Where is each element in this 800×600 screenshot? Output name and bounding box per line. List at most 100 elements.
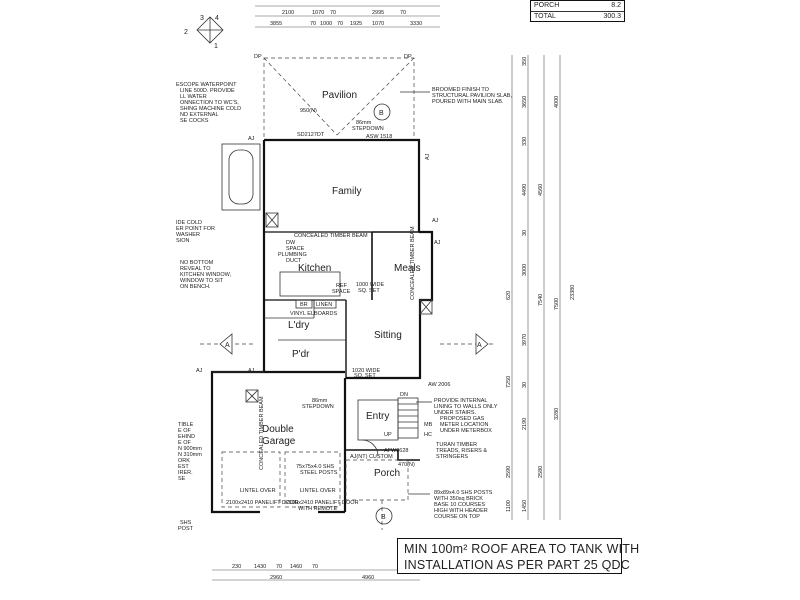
svg-text:N 900mm: N 900mm (178, 446, 202, 452)
sitting-label: Sitting (374, 330, 402, 341)
svg-text:A: A (225, 342, 230, 349)
svg-text:30: 30 (522, 230, 528, 236)
treads-note: TURAN TIMBER TREADS, RISERS & STRINGERS (436, 442, 487, 460)
svg-text:AFW0628: AFW0628 (384, 448, 408, 454)
svg-text:2100x2410 PANELIFT DOOR: 2100x2410 PANELIFT DOOR (286, 500, 359, 506)
svg-text:BASE 10 COURSES: BASE 10 COURSES (434, 502, 485, 508)
svg-text:DW: DW (286, 240, 296, 246)
porch-area (345, 459, 409, 501)
svg-text:3280: 3280 (554, 408, 560, 420)
svg-text:AJ: AJ (425, 153, 431, 160)
right-dims-col2: 4000 7500 23380 3280 2580 (538, 96, 576, 478)
svg-text:SPACE: SPACE (286, 246, 305, 252)
svg-text:75x75x4.0 SHS: 75x75x4.0 SHS (296, 464, 335, 470)
svg-text:B: B (379, 110, 384, 117)
svg-text:HC: HC (424, 432, 432, 438)
svg-text:2590: 2590 (506, 466, 512, 478)
svg-text:89x89x4.0 SHS POSTS: 89x89x4.0 SHS POSTS (434, 490, 493, 496)
svg-text:1450: 1450 (522, 500, 528, 512)
svg-text:REVEAL TO: REVEAL TO (180, 266, 211, 272)
area-row-porch: PORCH 8.2 (531, 1, 624, 12)
svg-text:LINING TO WALLS ONLY: LINING TO WALLS ONLY (434, 404, 498, 410)
area-table: PORCH 8.2 TOTAL 300.3 (530, 0, 625, 22)
svg-text:LL WATER: LL WATER (180, 94, 207, 100)
top-dim-5: 70 (400, 10, 406, 16)
svg-text:LINTEL OVER: LINTEL OVER (240, 488, 276, 494)
svg-text:3650: 3650 (522, 96, 528, 108)
svg-text:PROVIDE INTERNAL: PROVIDE INTERNAL (434, 398, 487, 404)
svg-text:1000 WIDE: 1000 WIDE (356, 282, 384, 288)
svg-text:BR: BR (300, 302, 308, 308)
svg-text:TURAN TIMBER: TURAN TIMBER (436, 442, 477, 448)
area-value: 8.2 (611, 2, 621, 9)
svg-text:AJ: AJ (248, 368, 255, 374)
gas-note: PROPOSED GAS METER LOCATION UNDER METERB… (440, 416, 492, 434)
svg-text:2960: 2960 (270, 575, 282, 581)
svg-text:2100x2410 PANELIFT DOOR: 2100x2410 PANELIFT DOOR (226, 500, 299, 506)
svg-text:POST: POST (178, 526, 194, 532)
svg-text:4490: 4490 (522, 184, 528, 196)
svg-text:7250: 7250 (506, 376, 512, 388)
section-a-right-marker: A (440, 333, 496, 355)
compass-4: 4 (215, 15, 219, 22)
svg-text:DP: DP (404, 54, 412, 60)
svg-text:AJ: AJ (248, 136, 255, 142)
svg-text:KITCHEN WINDOW,: KITCHEN WINDOW, (180, 272, 231, 278)
kitchen-fixtures (265, 212, 433, 315)
svg-text:MB: MB (424, 422, 433, 428)
svg-text:ORK: ORK (178, 458, 190, 464)
svg-text:86mm: 86mm (312, 398, 328, 404)
top-dim-12: 3330 (410, 21, 422, 27)
garage-label-2: Garage (262, 436, 296, 447)
svg-text:23380: 23380 (570, 285, 576, 300)
svg-text:DP: DP (254, 54, 262, 60)
svg-text:LINTEL OVER: LINTEL OVER (300, 488, 336, 494)
garage-details (212, 371, 341, 508)
svg-text:UNDER METERBOX: UNDER METERBOX (440, 428, 492, 434)
svg-text:SE COCKS: SE COCKS (180, 118, 209, 124)
internal-labels: CONCEALED TIMBER BEAM DW SPACE PLUMBING … (178, 54, 450, 532)
svg-text:STRINGERS: STRINGERS (436, 454, 468, 460)
svg-text:STEEL POSTS: STEEL POSTS (300, 470, 338, 476)
svg-text:AJ(NT) CUSTOM: AJ(NT) CUSTOM (350, 454, 393, 460)
top-dim-3: 70 (330, 10, 336, 16)
svg-text:EST: EST (178, 464, 189, 470)
compass-3: 3 (200, 15, 204, 22)
svg-text:350: 350 (522, 57, 528, 66)
svg-text:AW 2006: AW 2006 (428, 382, 450, 388)
svg-text:EHIND: EHIND (178, 434, 195, 440)
shs-note: 89x89x4.0 SHS POSTS WITH 350sq BRICK BAS… (408, 490, 493, 520)
entry-label: Entry (366, 411, 389, 422)
meals-label: Meals (394, 263, 421, 274)
waterpoint-note: ESCOPE WATERPOINT LINE 500D. PROVIDE LL … (176, 82, 241, 124)
family-label: Family (332, 186, 361, 197)
svg-text:WASHER: WASHER (176, 232, 200, 238)
svg-text:SQ. SET: SQ. SET (358, 288, 380, 294)
svg-text:UNDER STAIRS.: UNDER STAIRS. (434, 410, 477, 416)
asw-label: ASW 1518 (366, 134, 392, 140)
svg-text:AJ: AJ (434, 240, 441, 246)
pavilion-label: Pavilion (322, 90, 357, 101)
svg-text:TREADS, RISERS &: TREADS, RISERS & (436, 448, 487, 454)
svg-text:ON BENCH.: ON BENCH. (180, 284, 211, 290)
svg-text:4560: 4560 (538, 184, 544, 196)
svg-text:SION: SION (176, 238, 189, 244)
svg-text:A: A (477, 342, 482, 349)
svg-text:PROPOSED GAS: PROPOSED GAS (440, 416, 485, 422)
top-dim-9: 70 (337, 21, 343, 27)
svg-text:470(N): 470(N) (398, 462, 415, 468)
compass-marker: 3 4 2 1 (184, 15, 224, 50)
roof-area-banner: MIN 100m² ROOF AREA TO TANK WITH INSTALL… (397, 538, 639, 574)
svg-text:POURED WITH MAIN SLAB.: POURED WITH MAIN SLAB. (432, 99, 504, 105)
area-value: 300.3 (603, 13, 621, 20)
svg-text:TIBLE: TIBLE (178, 422, 194, 428)
section-b-bottom-marker: B (375, 500, 393, 530)
svg-text:B: B (381, 514, 386, 521)
window-950-label: 950(N) (300, 108, 317, 114)
svg-text:1430: 1430 (254, 564, 266, 570)
svg-text:WINDOW TO SIT: WINDOW TO SIT (180, 278, 224, 284)
svg-text:NO BOTTOM: NO BOTTOM (180, 260, 214, 266)
svg-text:CONCEALED TIMBER BEAM: CONCEALED TIMBER BEAM (410, 226, 416, 300)
